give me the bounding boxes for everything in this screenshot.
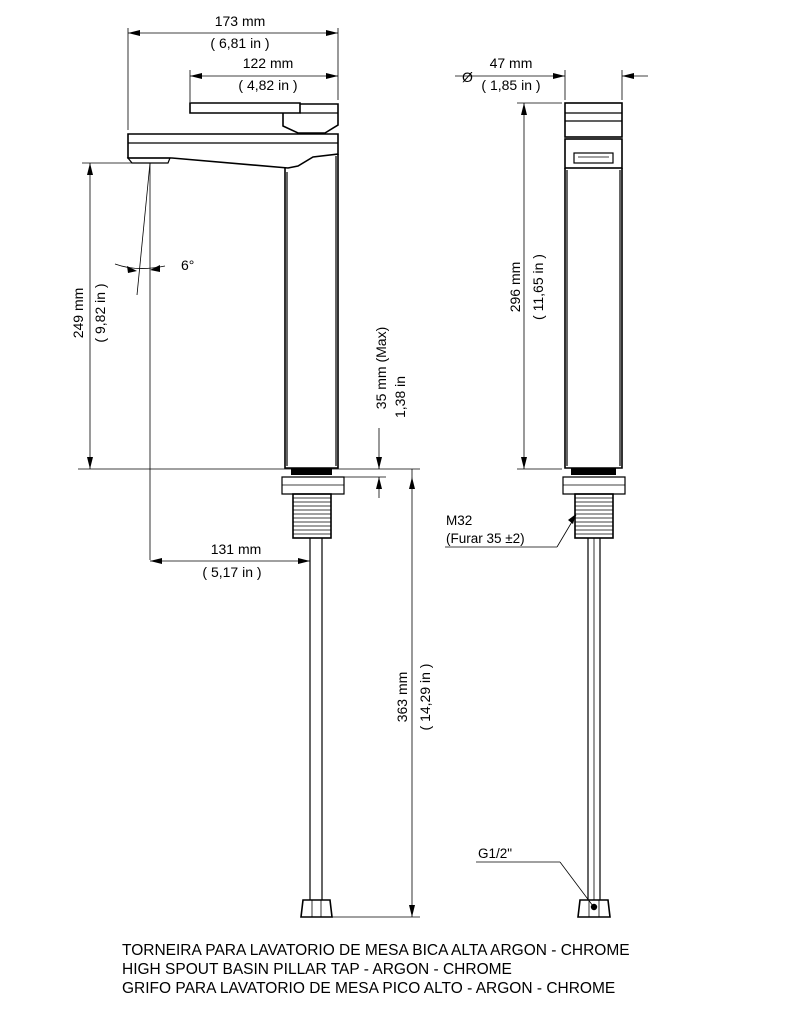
- body-height-mm: 296 mm: [507, 262, 523, 313]
- thread-name: M32: [446, 513, 472, 528]
- front-view: Ø 47 mm ( 1,85 in ) 296 mm ( 11,65 in ) …: [445, 55, 648, 918]
- front-aerator: [573, 152, 614, 164]
- handle-block: [282, 103, 339, 134]
- handle-lever: [189, 102, 301, 114]
- faucet-body: [284, 154, 339, 469]
- front-thread-lines: [575, 497, 613, 535]
- front-threaded-shank: [574, 493, 614, 539]
- threaded-shank: [292, 493, 332, 539]
- caption: TORNEIRA PARA LAVATORIO DE MESA BICA ALT…: [122, 942, 630, 997]
- aerator: [126, 157, 171, 164]
- thread-lines: [293, 497, 331, 535]
- handle-length-inch: ( 4,82 in ): [238, 77, 297, 93]
- spout-angle: 6°: [181, 257, 194, 273]
- caption-line-pt: TORNEIRA PARA LAVATORIO DE MESA BICA ALT…: [122, 942, 630, 959]
- caption-line-es: GRIFO PARA LAVATORIO DE MESA PICO ALTO -…: [122, 980, 615, 997]
- handle-length-mm: 122 mm: [243, 55, 294, 71]
- hose-length-inch: ( 14,29 in ): [417, 664, 433, 731]
- spout-height-inch: ( 9,82 in ): [92, 283, 108, 342]
- hose-nut-left: [300, 899, 333, 918]
- width-total-inch: ( 6,81 in ): [210, 35, 269, 51]
- hose-length-mm: 363 mm: [394, 672, 410, 723]
- flange: [281, 476, 345, 495]
- diameter-symbol: Ø: [462, 69, 473, 85]
- spout-height-mm: 249 mm: [70, 288, 86, 339]
- body-height-inch: ( 11,65 in ): [530, 254, 546, 320]
- thread-note: (Furar 35 ±2): [446, 531, 525, 546]
- spout-reach-mm: 131 mm: [211, 541, 262, 557]
- connection-size: G1/2": [478, 846, 512, 861]
- side-view: 173 mm ( 6,81 in ) 122 mm ( 4,82 in ) 6°…: [70, 13, 433, 918]
- base-nut: [291, 468, 332, 475]
- width-total-mm: 173 mm: [215, 13, 266, 29]
- diameter-mm: 47 mm: [490, 55, 533, 71]
- spout-reach-inch: ( 5,17 in ): [202, 564, 261, 580]
- deck-thickness-mm: 35 mm (Max): [373, 327, 389, 409]
- diameter-inch: ( 1,85 in ): [481, 77, 540, 93]
- caption-line-en: HIGH SPOUT BASIN PILLAR TAP - ARGON - CH…: [122, 961, 512, 978]
- deck-thickness-inch: 1,38 in: [392, 376, 408, 418]
- front-body: [564, 168, 623, 469]
- front-handle: [564, 102, 623, 138]
